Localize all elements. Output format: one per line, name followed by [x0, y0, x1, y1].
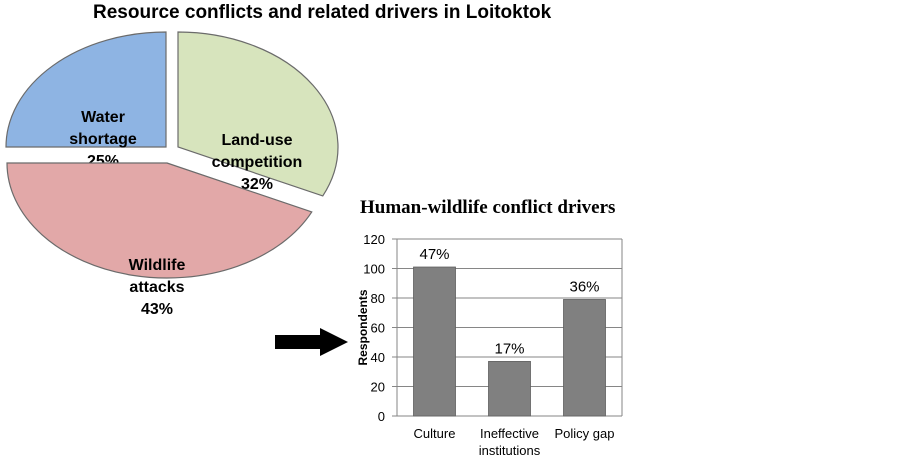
y-tick-label: 100	[363, 262, 385, 277]
y-tick-label: 0	[378, 409, 385, 424]
y-tick-label: 20	[371, 380, 385, 395]
y-axis-title: Respondents	[356, 289, 370, 365]
pie-slice	[5, 31, 167, 148]
bar	[563, 299, 606, 417]
pie-slice	[6, 162, 313, 279]
arrow-connector	[275, 328, 348, 356]
y-tick-label: 60	[371, 321, 385, 336]
pie-slice	[177, 31, 339, 197]
bar	[413, 266, 456, 417]
bar-data-label: 17%	[494, 340, 524, 357]
y-tick-label: 120	[363, 232, 385, 247]
bar-chart-title: Human-wildlife conflict drivers	[360, 197, 616, 218]
x-category-label: Culture	[414, 426, 456, 441]
x-category-label: Policy gap	[555, 426, 615, 441]
bar	[488, 361, 531, 417]
bar-data-label: 36%	[569, 278, 599, 295]
y-tick-label: 40	[371, 350, 385, 365]
pie-chart-title: Resource conflicts and related drivers i…	[93, 2, 552, 23]
bar-data-label: 47%	[419, 246, 449, 263]
y-tick-label: 80	[371, 291, 385, 306]
arrow-icon	[275, 328, 348, 356]
